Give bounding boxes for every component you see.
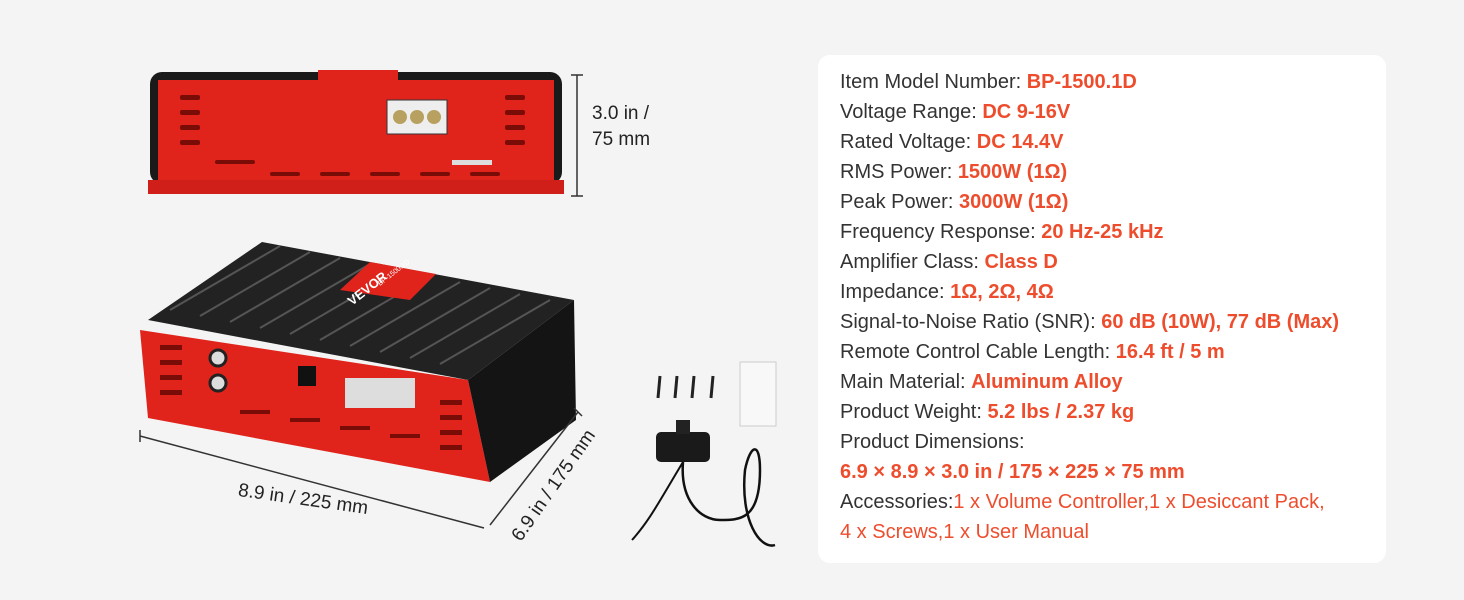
product-illustration: VEVOR BP-1500.1D — [139, 70, 777, 547]
spec-row: Frequency Response: 20 Hz-25 kHz — [840, 217, 1339, 247]
spec-value: BP-1500.1D — [1026, 71, 1137, 93]
spec-value: 3000W (1Ω) — [958, 191, 1069, 213]
spec-label: Main Material: — [840, 371, 972, 393]
spec-row: Amplifier Class: Class D — [840, 247, 1339, 277]
spec-label: Signal-to-Noise Ratio (SNR): — [840, 311, 1102, 333]
spec-value: 4 x Screws,1 x User Manual — [840, 521, 1089, 543]
spec-label: Remote Control Cable Length: — [840, 341, 1116, 363]
spec-value: DC 14.4V — [976, 131, 1064, 153]
spec-value: 60 dB (10W), 77 dB (Max) — [1101, 311, 1340, 333]
spec-value: 20 Hz-25 kHz — [1041, 221, 1164, 243]
spec-row: Signal-to-Noise Ratio (SNR): 60 dB (10W)… — [840, 307, 1339, 337]
spec-row: Impedance: 1Ω, 2Ω, 4Ω — [840, 277, 1339, 307]
spec-row: Product Dimensions: — [840, 427, 1339, 457]
specs-panel: Item Model Number: BP-1500.1D Voltage Ra… — [818, 55, 1386, 563]
length-width-dimension-lines — [139, 407, 583, 529]
spec-row: 4 x Screws,1 x User Manual — [840, 517, 1339, 547]
spec-label: Rated Voltage: — [840, 131, 977, 153]
spec-value: 1Ω, 2Ω, 4Ω — [950, 281, 1054, 303]
spec-row: Item Model Number: BP-1500.1D — [840, 67, 1339, 97]
spec-value: 1 x Volume Controller,1 x Desiccant Pack… — [953, 491, 1325, 513]
spec-value: DC 9-16V — [982, 101, 1071, 123]
specs-list: Item Model Number: BP-1500.1D Voltage Ra… — [840, 67, 1339, 547]
height-label: 3.0 in / 75 mm — [592, 101, 650, 153]
spec-label: Amplifier Class: — [840, 251, 985, 273]
accessories-illustration — [631, 361, 777, 547]
height-label-in: 3.0 in / — [592, 103, 650, 124]
spec-row: RMS Power: 1500W (1Ω) — [840, 157, 1339, 187]
spec-row: Main Material: Aluminum Alloy — [840, 367, 1339, 397]
spec-row: Remote Control Cable Length: 16.4 ft / 5… — [840, 337, 1339, 367]
spec-label: Impedance: — [840, 281, 951, 303]
spec-label: Item Model Number: — [840, 71, 1027, 93]
spec-row: Accessories:1 x Volume Controller,1 x De… — [840, 487, 1339, 517]
spec-row: 6.9 × 8.9 × 3.0 in / 175 × 225 × 75 mm — [840, 457, 1339, 487]
height-label-mm: 75 mm — [592, 129, 651, 150]
spec-row: Product Weight: 5.2 lbs / 2.37 kg — [840, 397, 1339, 427]
spec-label: Peak Power: — [840, 191, 959, 213]
spec-value: Class D — [984, 251, 1058, 273]
spec-value: 16.4 ft / 5 m — [1115, 341, 1225, 363]
spec-value: 1500W (1Ω) — [957, 161, 1068, 183]
spec-row: Rated Voltage: DC 14.4V — [840, 127, 1339, 157]
amp-front-view — [148, 70, 564, 194]
spec-label: Product Dimensions: — [840, 431, 1025, 453]
spec-label: RMS Power: — [840, 161, 958, 183]
amp-perspective-view — [140, 242, 576, 482]
spec-row: Peak Power: 3000W (1Ω) — [840, 187, 1339, 217]
spec-label: Product Weight: — [840, 401, 988, 423]
spec-value: 6.9 × 8.9 × 3.0 in / 175 × 225 × 75 mm — [840, 461, 1185, 483]
spec-value: Aluminum Alloy — [971, 371, 1123, 393]
spec-row: Voltage Range: DC 9-16V — [840, 97, 1339, 127]
spec-value: 5.2 lbs / 2.37 kg — [987, 401, 1135, 423]
spec-label: Accessories: — [840, 491, 954, 513]
spec-label: Voltage Range: — [840, 101, 983, 123]
spec-label: Frequency Response: — [840, 221, 1042, 243]
height-dimension-line — [571, 74, 583, 197]
